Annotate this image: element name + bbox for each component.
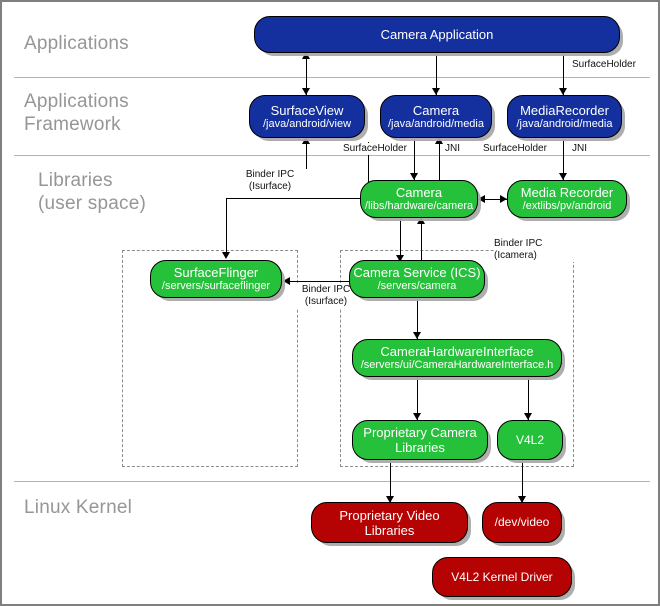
edge-surfaceview-camera-application bbox=[306, 52, 307, 95]
arrowhead-down-to-proprietary-camera-libs bbox=[413, 413, 421, 420]
node-title: MediaRecorder bbox=[520, 102, 609, 118]
node-v4l2-kernel-driver[interactable]: V4L2 Kernel Driver bbox=[432, 557, 572, 597]
node-title: Camera bbox=[395, 185, 443, 200]
node-proprietary-camera-libraries[interactable]: Proprietary Camera Libraries bbox=[352, 420, 488, 460]
node-subtitle: /servers/ui/CameraHardwareInterface.h bbox=[360, 359, 554, 371]
edge-into-surfaceview-from-below bbox=[306, 142, 307, 171]
edge-chi-to-v4l2 bbox=[528, 377, 529, 420]
separator-framework bbox=[14, 155, 650, 156]
node-camera-lib[interactable]: Camera /libs/hardware/camera bbox=[360, 180, 478, 218]
node-camera-service[interactable]: Camera Service (ICS) /servers/camera bbox=[349, 260, 485, 298]
edge-camera-lib-to-camera-service-down bbox=[400, 217, 401, 262]
node-dev-video[interactable]: /dev/video bbox=[482, 502, 562, 543]
node-subtitle: /servers/surfaceflinger bbox=[161, 280, 271, 292]
node-title: V4L2 bbox=[515, 432, 545, 447]
edge-camera-service-to-camera-lib-up bbox=[421, 217, 422, 262]
node-camera-application[interactable]: Camera Application bbox=[254, 16, 620, 53]
node-title: Camera Service (ICS) bbox=[353, 265, 481, 280]
edge-camera-lib-to-camera-java-up bbox=[439, 137, 440, 180]
node-mediarecorder-java[interactable]: MediaRecorder /java/android/media bbox=[507, 95, 622, 138]
camera-service-group-box bbox=[340, 250, 574, 467]
arrowhead-up-to-camera-java-jni bbox=[435, 137, 443, 144]
node-camera-java[interactable]: Camera /java/android/media bbox=[380, 95, 492, 138]
edge-camera-application-mediarecorder bbox=[563, 52, 564, 95]
edge-label-jni-camera: JNI bbox=[445, 143, 471, 155]
edge-camera-application-camera-java bbox=[436, 52, 437, 95]
node-subtitle: /servers/camera bbox=[377, 280, 457, 292]
node-subtitle: /java/android/media bbox=[516, 117, 613, 130]
edge-camera-lib-media-recorder-lib bbox=[478, 199, 507, 200]
arrowhead-down-to-camera-lib bbox=[410, 173, 418, 180]
edge-binder-isurface-riser bbox=[368, 142, 369, 199]
node-title: /dev/video bbox=[494, 515, 550, 529]
layer-label-applications: Applications bbox=[24, 33, 129, 54]
arrowhead-down-to-surfaceview bbox=[302, 88, 310, 95]
layer-label-linux-kernel: Linux Kernel bbox=[24, 497, 133, 518]
node-title: Camera bbox=[412, 102, 460, 118]
edge-binder-isurface-drop-to-surfaceflinger bbox=[226, 198, 227, 255]
arrowhead-left-to-camera-lib bbox=[478, 195, 485, 203]
arrowhead-right-to-media-recorder-lib bbox=[500, 195, 507, 203]
node-proprietary-video-libraries[interactable]: Proprietary Video Libraries bbox=[311, 502, 468, 543]
node-subtitle: /libs/hardware/camera bbox=[364, 200, 474, 212]
edge-camera-service-to-chi bbox=[417, 297, 418, 339]
arrowhead-down-to-media-recorder-lib bbox=[559, 173, 567, 180]
edge-label-surfaceholder-app-mediarecorder: SurfaceHolder bbox=[572, 59, 654, 71]
edge-label-surfaceholder-camera-java: SurfaceHolder bbox=[343, 143, 413, 155]
arrowhead-left-to-surfaceflinger bbox=[283, 277, 290, 285]
node-title: SurfaceFlinger bbox=[173, 265, 259, 280]
arrowhead-down-to-mediarecorder bbox=[559, 88, 567, 95]
arrowhead-down-to-surfaceflinger bbox=[222, 252, 230, 259]
node-title: SurfaceView bbox=[270, 102, 344, 118]
node-subtitle: /java/android/media bbox=[387, 117, 484, 130]
surfaceflinger-group-box bbox=[122, 250, 298, 467]
node-title: Camera Application bbox=[380, 27, 494, 42]
edge-camera-java-to-camera-lib-down bbox=[414, 137, 415, 180]
separator-applications bbox=[14, 77, 650, 78]
node-surfaceflinger[interactable]: SurfaceFlinger /servers/surfaceflinger bbox=[150, 260, 282, 298]
node-title: Media Recorder bbox=[520, 185, 614, 200]
edge-label-binder-ipc-icamera: Binder IPC (Icamera) bbox=[494, 238, 582, 262]
node-title: Proprietary Video Libraries bbox=[339, 507, 440, 538]
edge-binder-isurface-horizontal bbox=[226, 198, 369, 199]
edge-label-binder-ipc-isurface-top: Binder IPC (Isurface) bbox=[224, 169, 316, 193]
arrowhead-down-to-camera-hardware-interface bbox=[413, 332, 421, 339]
arrowhead-down-to-camera-service bbox=[396, 255, 404, 262]
edge-mediarecorder-java-to-lib bbox=[563, 137, 564, 180]
node-surfaceview[interactable]: SurfaceView /java/android/view bbox=[249, 95, 365, 138]
arrowhead-down-to-proprietary-video-libs bbox=[386, 496, 394, 503]
node-subtitle: /java/android/view bbox=[262, 117, 352, 130]
layer-label-libraries-user-space: Libraries (user space) bbox=[38, 170, 146, 214]
arrowhead-down-to-v4l2 bbox=[524, 413, 532, 420]
edge-v4l2-to-dev-video bbox=[522, 459, 523, 502]
node-v4l2[interactable]: V4L2 bbox=[497, 420, 563, 460]
arrowhead-up-to-camera-lib bbox=[417, 217, 425, 224]
edge-label-jni-mediarecorder: JNI bbox=[572, 143, 598, 155]
edge-camera-service-to-surfaceflinger bbox=[289, 281, 349, 282]
edge-label-surfaceholder-mediarecorder: SurfaceHolder bbox=[483, 143, 559, 155]
arrowhead-down-to-camera-java bbox=[432, 88, 440, 95]
node-camera-hardware-interface[interactable]: CameraHardwareInterface /servers/ui/Came… bbox=[352, 339, 562, 377]
node-title: Proprietary Camera Libraries bbox=[363, 425, 477, 455]
edge-proprietary-camera-to-video-libs bbox=[390, 459, 391, 502]
arrowhead-up-to-camera-application bbox=[302, 52, 310, 59]
arrowhead-down-to-dev-video bbox=[518, 496, 526, 503]
node-media-recorder-lib[interactable]: Media Recorder /extlibs/pv/android bbox=[507, 180, 627, 218]
layer-label-applications-framework: Applications Framework bbox=[24, 91, 129, 135]
node-title: CameraHardwareInterface bbox=[380, 344, 534, 359]
separator-kernel bbox=[14, 481, 650, 482]
edge-chi-to-proprietary-camera-libs bbox=[417, 377, 418, 420]
arrowhead-up-to-surfaceview bbox=[302, 137, 310, 144]
node-subtitle: /extlibs/pv/android bbox=[522, 200, 612, 212]
node-title: V4L2 Kernel Driver bbox=[451, 569, 553, 584]
